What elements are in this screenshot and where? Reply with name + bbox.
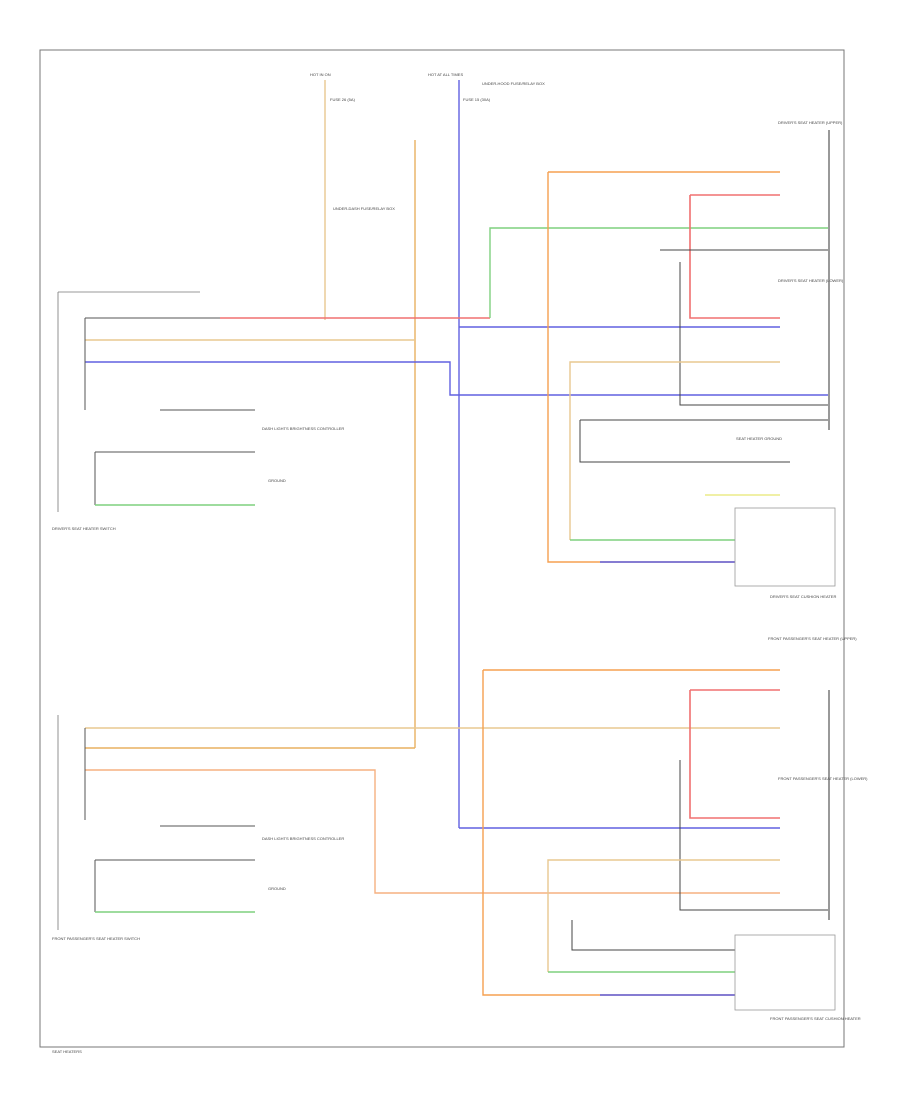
- cushion-heater-box-1: [734, 507, 836, 587]
- wire-dark-ground-1: [679, 262, 830, 406]
- heater-bar-1: [828, 130, 830, 430]
- wire-dark-4: [571, 920, 735, 951]
- label-middle-heater-1: DRIVER'S SEAT HEATER (LOWER): [778, 278, 844, 283]
- label-seat-cushion-2: FRONT PASSENGER'S SEAT CUSHION HEATER: [770, 1016, 861, 1021]
- outer-frame: [39, 49, 845, 1048]
- label-top-fuse-1: FUSE 26 (5A): [330, 97, 356, 102]
- wire-tan-right-2: [547, 859, 780, 972]
- heater-bar-2: [828, 690, 830, 920]
- label-upper-heater-1: DRIVER'S SEAT HEATER (UPPER): [778, 120, 843, 125]
- wire-blue-driver: [85, 361, 830, 396]
- label-top-power-1: HOT IN ON: [310, 72, 331, 77]
- wire-green-driver: [489, 227, 830, 318]
- label-middle-heater-2: FRONT PASSENGER'S SEAT HEATER (LOWER): [778, 776, 868, 781]
- label-underdash-box: UNDER-DASH FUSE/RELAY BOX: [333, 206, 395, 211]
- cushion-heater-box-2: [734, 934, 836, 1011]
- label-passenger-switch: FRONT PASSENGER'S SEAT HEATER SWITCH: [52, 936, 140, 941]
- wire-red-heater: [689, 195, 780, 319]
- wire-dark-ground-2: [679, 760, 830, 911]
- label-top-power-2: HOT AT ALL TIMES: [428, 72, 463, 77]
- label-upper-heater-2: FRONT PASSENGER'S SEAT HEATER (UPPER): [768, 636, 857, 641]
- wire-tan-right: [569, 361, 780, 540]
- label-footer: SEAT HEATERS: [52, 1049, 82, 1054]
- label-dash-lights-2: DASH LIGHTS BRIGHTNESS CONTROLLER: [262, 836, 344, 841]
- wire-orange-driver-loop: [547, 172, 735, 563]
- wire-orange-passenger-loop: [482, 670, 735, 996]
- wire-dark-2: [579, 420, 790, 463]
- label-seat-heater-ground: SEAT HEATER GROUND: [736, 436, 782, 441]
- wire-pink-passenger: [85, 769, 780, 894]
- label-ground-2: GROUND: [268, 886, 286, 891]
- wire-red-heater-2: [689, 690, 780, 819]
- label-ground-1: GROUND: [268, 478, 286, 483]
- label-seat-cushion-1: DRIVER'S SEAT CUSHION HEATER: [770, 594, 836, 599]
- label-top-fuse-2: FUSE 15 (30A): [463, 97, 491, 102]
- label-top-fuse-2b: UNDER-HOOD FUSE/RELAY BOX: [482, 81, 545, 86]
- label-driver-switch: DRIVER'S SEAT HEATER SWITCH: [52, 526, 116, 531]
- label-dash-lights-1: DASH LIGHTS BRIGHTNESS CONTROLLER: [262, 426, 344, 431]
